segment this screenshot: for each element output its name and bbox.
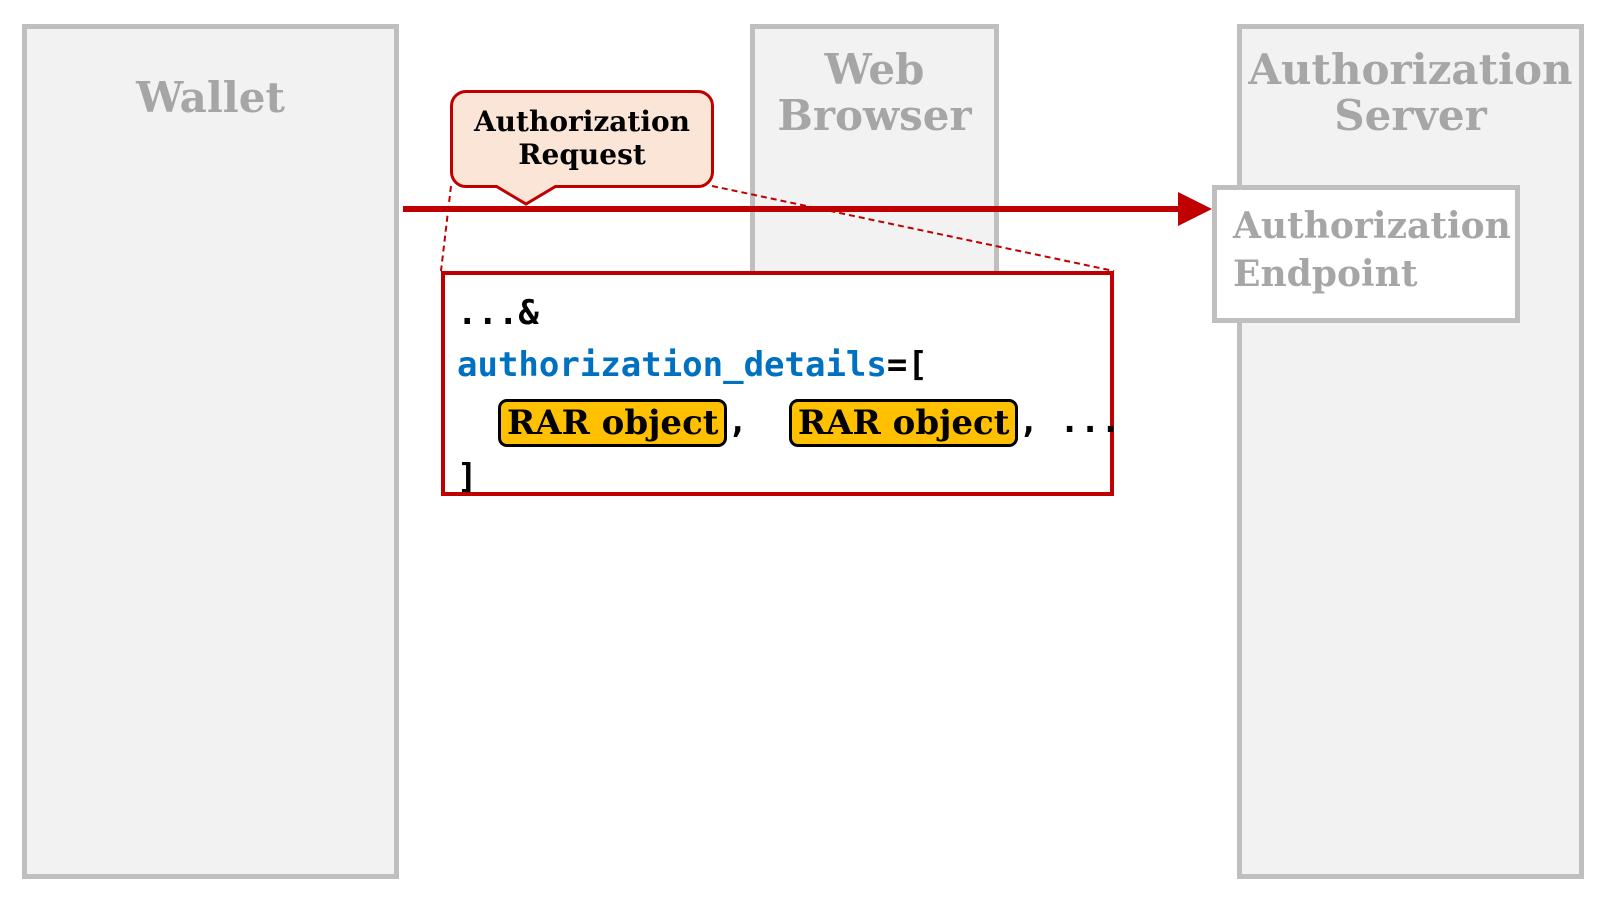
callout-line1: Authorization <box>473 105 691 138</box>
authorization-details-param: authorization_details <box>457 345 887 385</box>
web-browser-title-line1: Web <box>824 45 925 94</box>
rar-separator-1: , <box>727 401 748 441</box>
code-line-rar-objects: RAR object, RAR object, ... <box>457 391 1121 451</box>
code-line-parameter: authorization_details=[ <box>457 339 1110 391</box>
code-line-close: ] <box>457 457 478 497</box>
authorization-server-title-line2: Server <box>1334 91 1487 140</box>
request-arrowhead <box>1178 192 1212 226</box>
zoom-line-left <box>440 185 452 272</box>
authorization-endpoint-box: Authorization Endpoint <box>1212 185 1520 323</box>
param-bracket: =[ <box>886 345 928 385</box>
wallet-lane-title: Wallet <box>136 73 285 122</box>
authorization-server-title-line1: Authorization <box>1248 45 1573 94</box>
authorization-server-lane: Authorization Server <box>1237 24 1584 879</box>
authorization-endpoint-line1: Authorization <box>1233 205 1511 247</box>
callout-pointer <box>493 185 559 206</box>
web-browser-lane-title: Web Browser <box>755 47 994 139</box>
zoom-line-right <box>711 185 1115 272</box>
web-browser-title-line2: Browser <box>777 91 972 140</box>
authorization-endpoint-line2: Endpoint <box>1233 253 1418 295</box>
code-line-prefix: ...& <box>457 293 539 333</box>
callout-line2: Request <box>518 138 646 171</box>
rar-separator-2: , ... <box>1018 401 1121 441</box>
authorization-details-code-box: ...& authorization_details=[ RAR object,… <box>441 271 1121 497</box>
rar-object-badge-2: RAR object <box>788 398 1019 447</box>
authorization-server-lane-title: Authorization Server <box>1242 47 1579 139</box>
rar-object-badge-1: RAR object <box>497 398 728 447</box>
authorization-request-callout: Authorization Request <box>450 90 714 188</box>
wallet-lane: Wallet <box>22 24 399 879</box>
